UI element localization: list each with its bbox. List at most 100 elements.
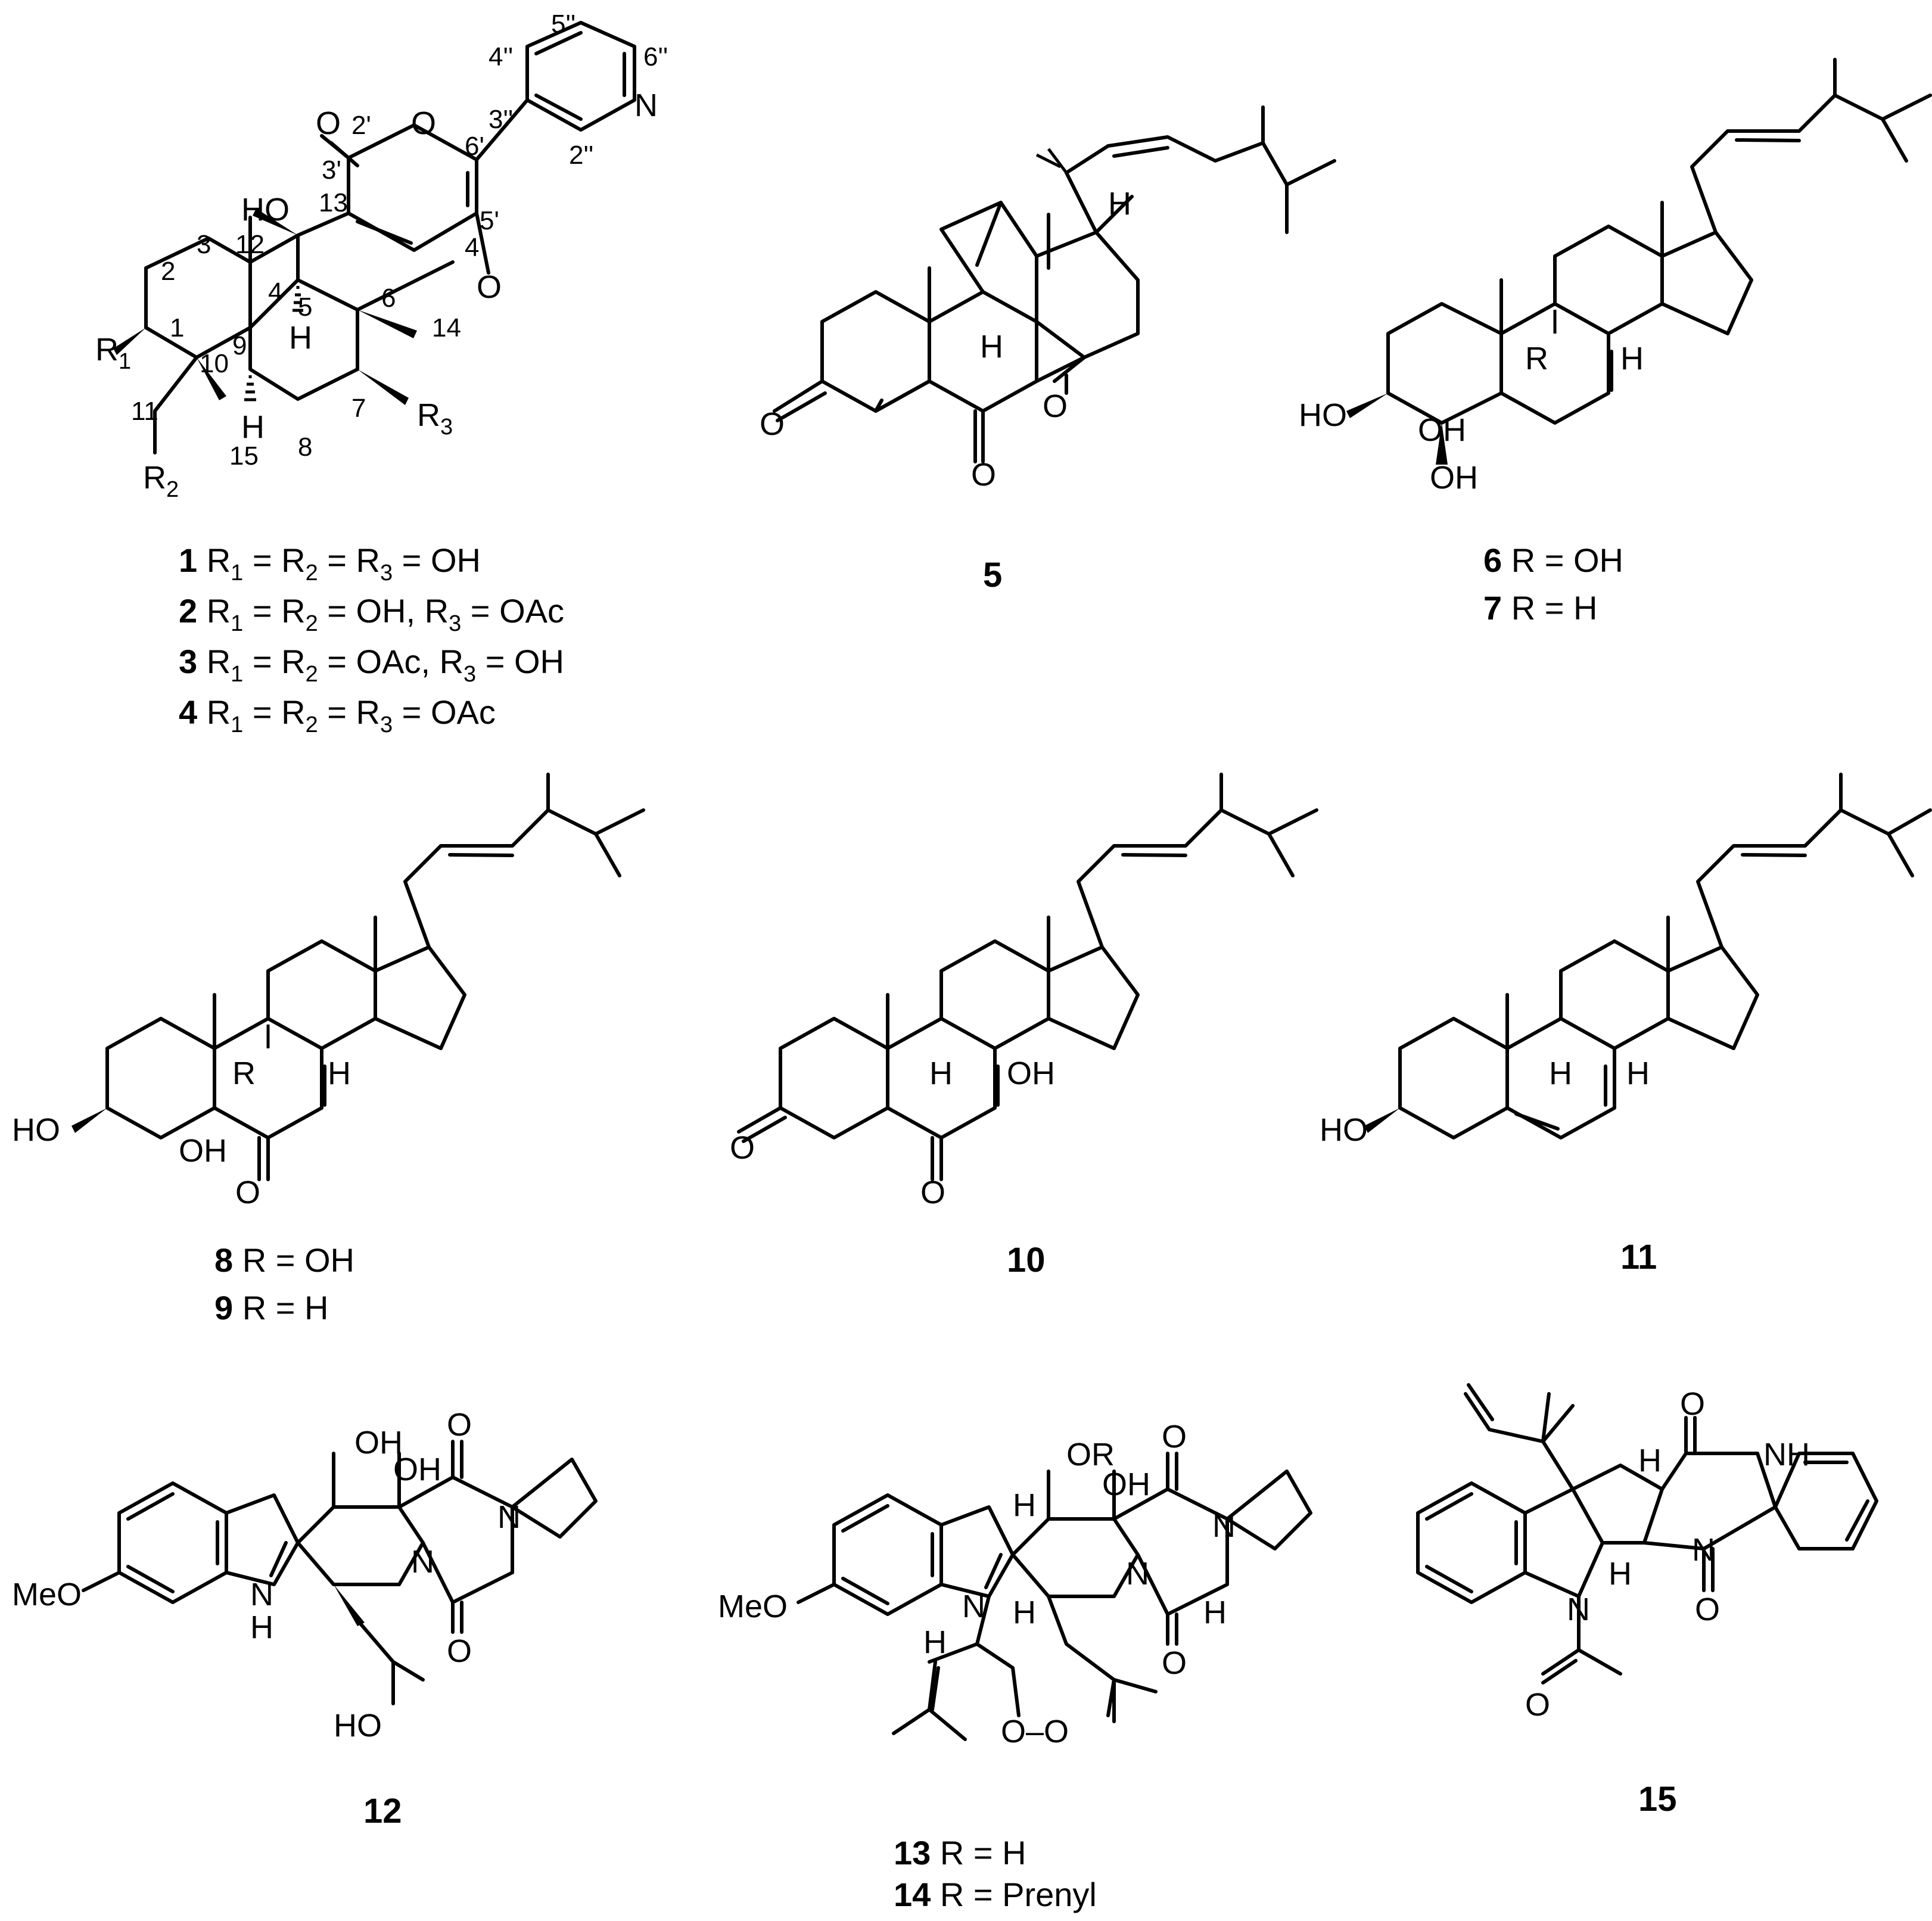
r2-group: R2	[143, 460, 179, 502]
acetyl-oxygen: O	[1525, 1687, 1550, 1723]
oxygen-ketone: O	[1043, 388, 1068, 424]
h-14: H	[1626, 1056, 1650, 1091]
compound-10-number: 10	[1007, 1241, 1046, 1279]
carbonyl-oxygen: O	[316, 105, 341, 141]
legend-compounds-1-4: 1 R1 = R2 = R3 = OH 2 R1 = R2 = OH, R3 =…	[179, 541, 564, 737]
locant: 5	[298, 292, 312, 322]
ring-oxygen: O	[411, 105, 436, 141]
legend-row-13: 13 R = H	[894, 1834, 1026, 1872]
nitrogen-bottom: N	[1126, 1556, 1149, 1592]
compound-11-number: 11	[1620, 1238, 1657, 1276]
carbonyl-oxygen-bottom: O	[1695, 1592, 1720, 1627]
hydroxyl-3: HO	[1320, 1112, 1368, 1148]
methoxy: MeO	[12, 1577, 82, 1612]
h-side: H	[1013, 1595, 1036, 1630]
locant: 2''	[569, 141, 593, 170]
methoxy: MeO	[718, 1589, 788, 1624]
hydroxyl-6: OH	[1430, 460, 1478, 496]
carbonyl-oxygen-bottom: O	[447, 1633, 472, 1669]
locant: 2'	[351, 111, 371, 140]
compound-8-9-structure: HO OH O R H 8 R = OH 9 R = H	[12, 773, 645, 1327]
compound-11-structure: HO H H 11	[1320, 773, 1932, 1276]
legend-row-14: 14 R = Prenyl	[894, 1876, 1097, 1913]
compound-5-number: 5	[983, 556, 1002, 594]
compound-10-structure: O O OH H 10	[730, 773, 1318, 1279]
locant: 7	[351, 394, 366, 423]
carbonyl-oxygen-bottom: O	[1162, 1645, 1187, 1681]
locant: 6	[381, 284, 396, 313]
legend-row-1: 1 R1 = R2 = R3 = OH	[179, 541, 481, 586]
nitrogen-top: N	[497, 1499, 521, 1535]
compound-12-structure: OH OH O O N N N H MeO HO 12	[12, 1407, 598, 1830]
indole-nitrogen: N	[250, 1577, 273, 1612]
hydroxyl-14: OH	[1007, 1056, 1055, 1091]
oxygen-3: O	[730, 1130, 755, 1166]
r-group: R	[1525, 341, 1548, 376]
locant: 3''	[489, 105, 513, 134]
h-5: H	[289, 320, 312, 356]
h-9: H	[241, 409, 265, 445]
compound-15-structure: O NH H N N H O O 15	[1416, 1383, 1878, 1819]
locant: 4	[268, 278, 282, 307]
indole-h: H	[250, 1609, 273, 1645]
peroxide-bridge: O–O	[1001, 1714, 1069, 1749]
locant: 5''	[551, 10, 575, 39]
hydroxyl-top: OH	[354, 1425, 403, 1461]
h-9: H	[1549, 1056, 1572, 1091]
hydroxyl-side-chain: HO	[334, 1708, 382, 1743]
carbonyl-oxygen-top: O	[1680, 1386, 1705, 1422]
h-9: H	[929, 1056, 953, 1091]
legend-row-2: 2 R1 = R2 = OH, R3 = OAc	[179, 592, 564, 636]
carbonyl-oxygen-top: O	[447, 1407, 472, 1443]
locant: 6'	[465, 132, 484, 161]
h-proline: H	[1203, 1595, 1227, 1630]
amide-nh: NH	[1763, 1437, 1810, 1472]
diazepine-nitrogen: N	[1692, 1532, 1715, 1568]
h-top: H	[1013, 1487, 1036, 1523]
oxygen-c6: O	[971, 457, 996, 493]
hydroxyl-bridge: OH	[393, 1452, 441, 1487]
legend-row-8: 8 R = OH	[214, 1241, 354, 1279]
locant: 8	[298, 432, 312, 462]
locant: 3'	[322, 155, 341, 185]
oxygen-c3: O	[760, 406, 785, 442]
legend-row-4: 4 R1 = R2 = R3 = OAc	[179, 693, 496, 737]
locant: 4''	[489, 42, 513, 71]
h-14: H	[1620, 341, 1644, 376]
locant: 14	[432, 313, 461, 343]
h-aminal: H	[1609, 1556, 1632, 1592]
locant: 3	[197, 230, 211, 259]
oxygen-6: O	[235, 1175, 260, 1210]
legend-row-9: 9 R = H	[214, 1289, 328, 1327]
r3-group: R3	[417, 397, 453, 440]
locant: 13	[319, 188, 348, 217]
hydroxyl-13: HO	[241, 192, 290, 228]
or-group: OR	[1066, 1437, 1115, 1472]
locant: 6''	[643, 42, 668, 71]
locant: 2	[161, 257, 175, 286]
hydroxyl-3: HO	[12, 1112, 60, 1148]
locant: 12	[235, 230, 265, 259]
compound-1-4-structure: O O N HO O H H R1 R2 R3 2' 6' 4'' 5'' 6'…	[95, 10, 668, 502]
h-17: H	[1108, 186, 1131, 222]
pyridine-nitrogen: N	[634, 88, 658, 123]
compound-12-number: 12	[363, 1792, 402, 1830]
carbonyl-oxygen-top: O	[1162, 1419, 1187, 1455]
h-9: H	[980, 329, 1003, 365]
oxygen-6: O	[920, 1175, 945, 1210]
h-aminal: H	[923, 1624, 947, 1660]
indoline-nitrogen: N	[1567, 1592, 1590, 1627]
h-alpha: H	[1638, 1443, 1662, 1478]
nitrogen-bottom: N	[411, 1544, 434, 1580]
legend-row-3: 3 R1 = R2 = OAc, R3 = OH	[179, 643, 564, 687]
hydroxyl-bridge: OH	[1102, 1467, 1150, 1502]
compound-6-7-structure: HO OH OH R H 6 R = OH 7 R = H	[1299, 58, 1932, 627]
legend-row-7: 7 R = H	[1483, 589, 1597, 627]
hydroxyl-3: HO	[1299, 397, 1347, 433]
nitrogen-top: N	[1212, 1508, 1236, 1544]
hydroxyl-5: OH	[1418, 412, 1466, 448]
compound-13-14-structure: OR OH H O O N N N MeO H H H O–O 13 R = H…	[718, 1419, 1312, 1913]
hydroxyl-5: OH	[179, 1133, 227, 1169]
r-group: R	[232, 1056, 256, 1091]
